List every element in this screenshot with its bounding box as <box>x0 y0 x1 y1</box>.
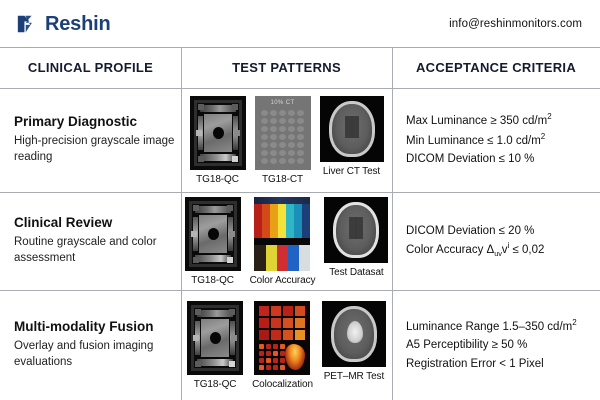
pattern-label: TG18-QC <box>191 274 234 286</box>
contact-email: info@reshinmonitors.com <box>449 17 582 30</box>
profile-description: Overlay and fusion imaging evaluations <box>14 340 154 368</box>
profile-description: Routine grayscale and color assessment <box>14 236 157 264</box>
pattern-thumb-tg18-qc[interactable]: TG18-QC <box>184 196 241 286</box>
color-accuracy-image <box>254 196 311 271</box>
tg18-ct-caption: 10% CT <box>270 99 295 106</box>
pattern-label: TG18-QC <box>196 173 239 185</box>
test-patterns-cell: TG18-QC Colocalization PET–MR Test <box>181 300 392 390</box>
tg18-ct-dot-grid <box>260 109 305 164</box>
column-header-acceptance-criteria: ACCEPTANCE CRITERIA <box>415 60 577 75</box>
criteria-cell: Max Luminance ≥ 350 cd/m2 Min Luminance … <box>392 111 600 169</box>
brand-logo: Reshin <box>16 12 111 35</box>
profile-title: Multi-modality Fusion <box>14 319 154 335</box>
pattern-thumb-colocalization[interactable]: Colocalization <box>252 300 313 390</box>
colocalization-dot-grid <box>259 343 286 370</box>
table-divider-1 <box>181 47 182 400</box>
table-divider-2 <box>392 47 393 400</box>
table-rule-top <box>0 47 600 48</box>
pattern-thumb-tg18-ct[interactable]: 10% CT TG18-CT <box>254 95 311 185</box>
criteria-line: DICOM Deviation ≤ 10 % <box>406 153 535 166</box>
pattern-label: PET–MR Test <box>323 370 385 382</box>
tg18-qc-image <box>184 196 241 271</box>
criteria-line: Min Luminance ≤ 1.0 cd/m2 <box>406 131 546 147</box>
table-header-row: CLINICAL PROFILE TEST PATTERNS ACCEPTANC… <box>0 47 600 88</box>
colocalization-square-grid <box>259 305 306 340</box>
test-dataset-image <box>324 196 389 263</box>
column-header-clinical-profile: CLINICAL PROFILE <box>27 60 154 75</box>
test-patterns-cell: TG18-QC Color Accuracy Test Datas <box>181 196 392 286</box>
pattern-thumb-tg18-qc[interactable]: TG18-QC <box>189 95 246 185</box>
criteria-cell: Luminance Range 1.5–350 cd/m2 A5 Percept… <box>392 317 600 374</box>
criteria-line: Color Accuracy Δuvvi ≤ 0,02 <box>406 241 545 259</box>
pattern-thumb-test-dataset[interactable]: Test Datasat <box>324 196 389 278</box>
pattern-label: TG18-CT <box>262 173 303 185</box>
profile-cell: Multi-modality Fusion Overlay and fusion… <box>0 319 181 371</box>
criteria-line: DICOM Deviation ≤ 20 % <box>406 224 535 237</box>
pattern-thumb-tg18-qc[interactable]: TG18-QC <box>187 300 244 390</box>
page-header: Reshin info@reshinmonitors.com <box>0 0 600 47</box>
profile-title: Clinical Review <box>14 215 113 231</box>
criteria-line: Luminance Range 1.5–350 cd/m2 <box>406 317 577 333</box>
table-rule-header <box>0 88 600 89</box>
test-patterns-cell: TG18-QC 10% CT TG18-CT <box>181 95 392 185</box>
table-row: Clinical Review Routine grayscale and co… <box>0 192 600 290</box>
pattern-label: Test Datasat <box>329 266 384 278</box>
profile-cell: Primary Diagnostic High-precision graysc… <box>0 114 181 166</box>
color-bars-upper <box>254 203 311 238</box>
color-bars-black-band <box>254 237 311 245</box>
tg18-qc-image <box>187 300 244 375</box>
table-rule-row2 <box>0 290 600 291</box>
criteria-cell: DICOM Deviation ≤ 20 % Color Accuracy Δu… <box>392 222 600 261</box>
pet-mr-image <box>321 300 386 367</box>
color-bars-top-strip <box>254 196 311 204</box>
color-bars-lower <box>254 244 311 271</box>
colocalization-blob <box>285 343 306 370</box>
profile-cell: Clinical Review Routine grayscale and co… <box>0 215 181 267</box>
pattern-thumb-color-accuracy[interactable]: Color Accuracy <box>249 196 316 286</box>
pattern-label: Colocalization <box>252 378 313 390</box>
table-rule-row1 <box>0 192 600 193</box>
tg18-qc-image <box>189 95 246 170</box>
criteria-line: A5 Perceptibility ≥ 50 % <box>406 339 528 352</box>
colocalization-image <box>254 300 311 375</box>
profile-description: High-precision grayscale image reading <box>14 135 175 163</box>
pattern-label: Liver CT Test <box>322 165 381 177</box>
pattern-thumb-pet-mr[interactable]: PET–MR Test <box>321 300 386 382</box>
liver-ct-image <box>319 95 384 162</box>
tg18-ct-image: 10% CT <box>254 95 311 170</box>
profile-title: Primary Diagnostic <box>14 114 138 130</box>
column-header-test-patterns: TEST PATTERNS <box>232 60 341 75</box>
brand-name: Reshin <box>45 12 111 35</box>
criteria-line: Registration Error < 1 Pixel <box>406 357 544 370</box>
table-row: Primary Diagnostic High-precision graysc… <box>0 88 600 192</box>
pattern-label: Color Accuracy <box>249 274 316 286</box>
criteria-line: Max Luminance ≥ 350 cd/m2 <box>406 112 552 128</box>
pattern-thumb-liver-ct[interactable]: Liver CT Test <box>319 95 384 177</box>
reshin-logo-icon <box>17 15 32 32</box>
comparison-table: CLINICAL PROFILE TEST PATTERNS ACCEPTANC… <box>0 47 600 400</box>
table-row: Multi-modality Fusion Overlay and fusion… <box>0 290 600 400</box>
pattern-label: TG18-QC <box>193 378 237 390</box>
